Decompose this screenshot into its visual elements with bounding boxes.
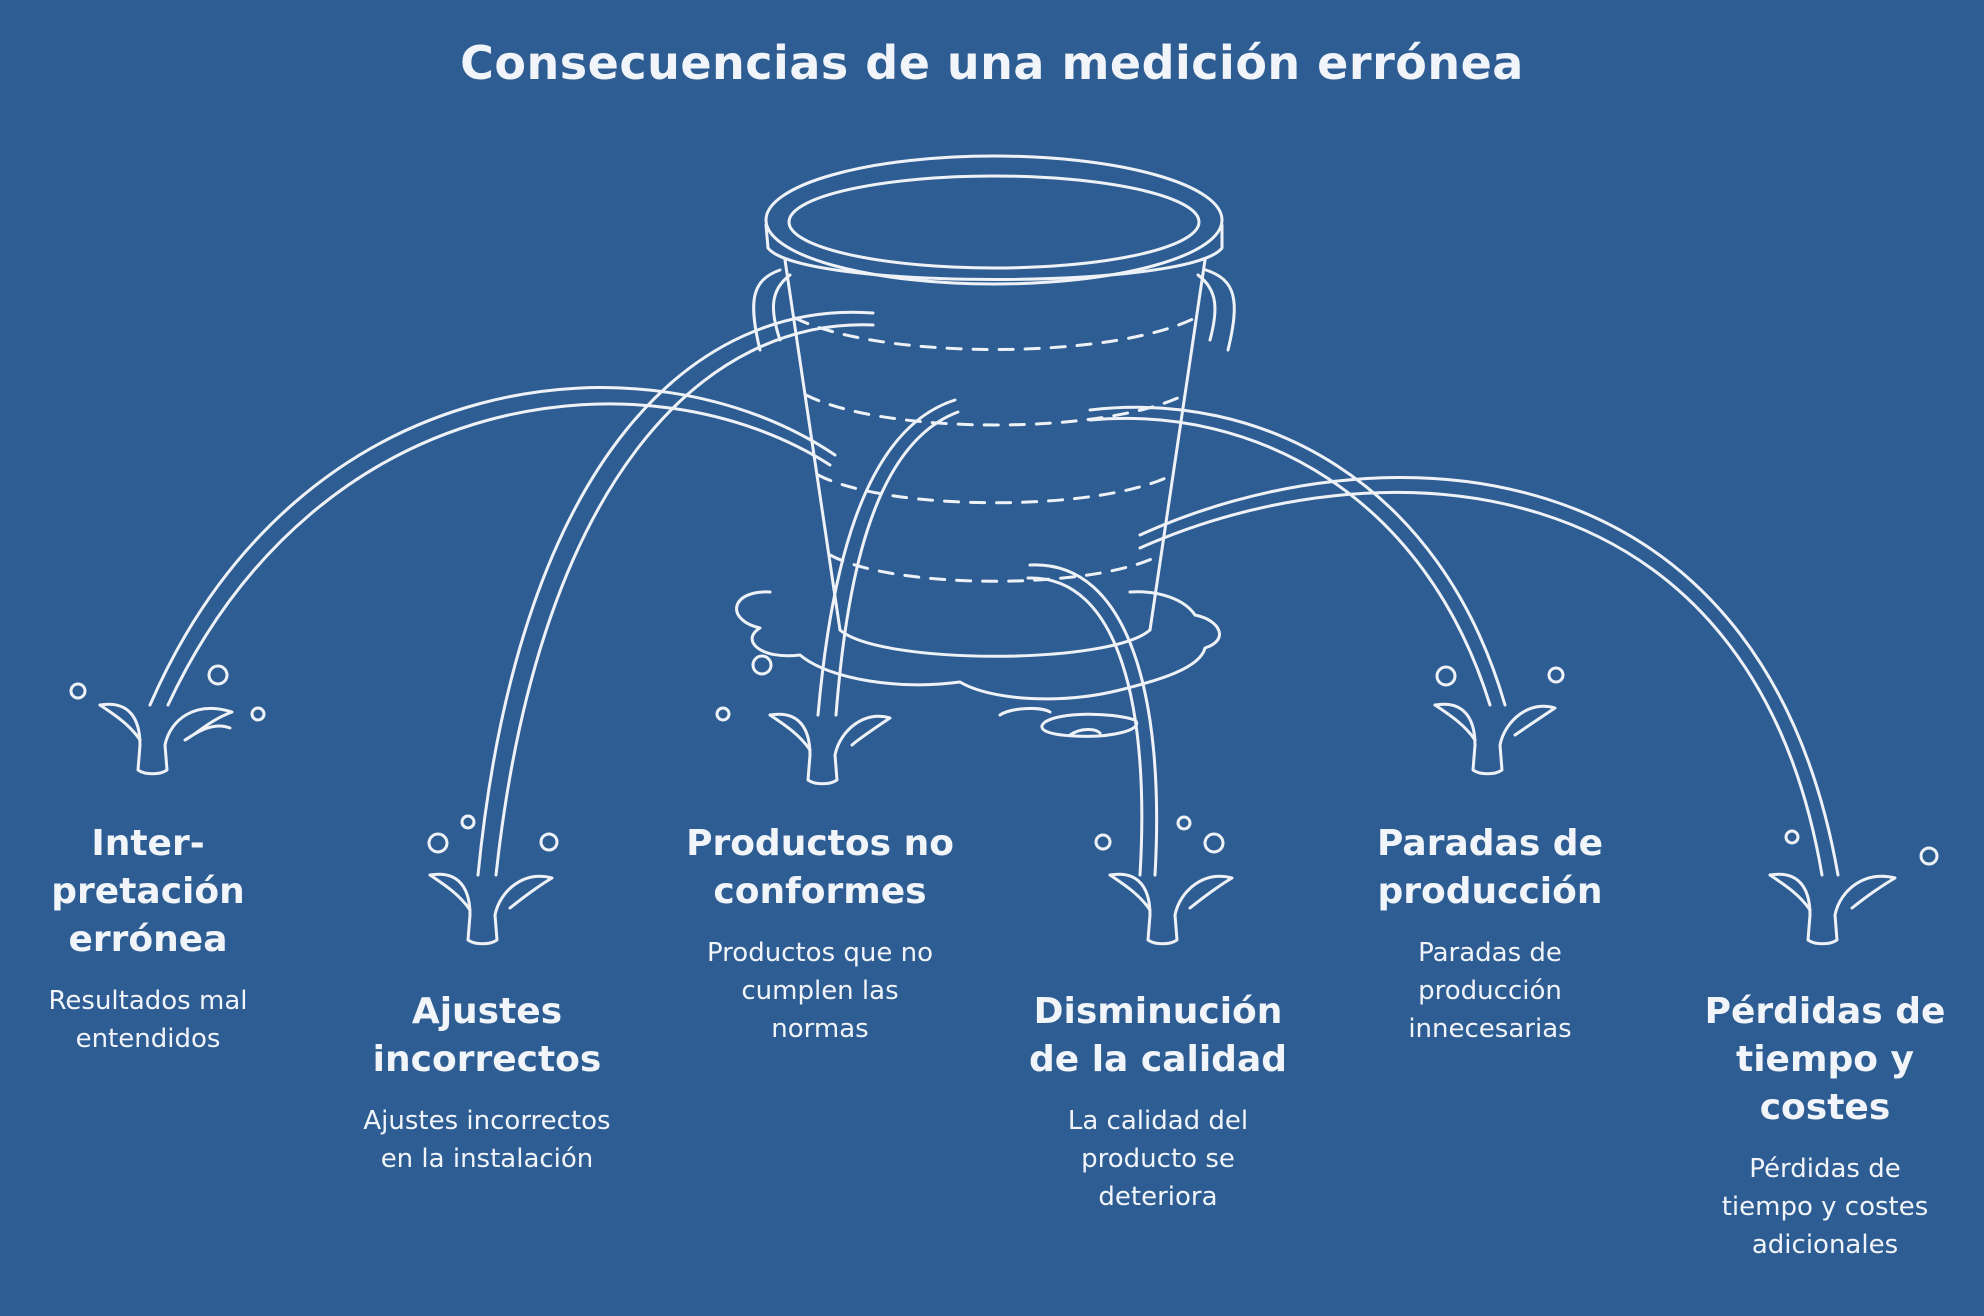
item-heading: Paradas de producción [1377, 823, 1603, 912]
item-disminucion-calidad: Disminución de la calidad La calidad del… [1008, 988, 1308, 1216]
item-description: Ajustes incorrectos en la instalación [363, 1106, 611, 1174]
item-description: Productos que no cumplen las normas [706, 938, 934, 1044]
item-ajustes-incorrectos: Ajustes incorrectos Ajustes incorrectos … [337, 988, 637, 1178]
bucket-icon [752, 154, 1236, 658]
item-heading: Ajustes incorrectos [372, 991, 602, 1080]
splash-icon [69, 654, 1939, 946]
water-stream-icon [148, 310, 1840, 877]
item-heading: Productos no conformes [686, 823, 954, 912]
item-heading: Disminución de la calidad [1028, 991, 1288, 1080]
item-heading: Pérdidas de tiempo y costes [1704, 991, 1946, 1128]
diagram-title: Consecuencias de una medición errónea [460, 36, 1524, 90]
item-description: Paradas de producción innecesarias [1408, 938, 1572, 1044]
puddle-icon [735, 590, 1221, 738]
item-interpretacion-erronea: Inter- pretación errónea Resultados mal … [33, 820, 263, 1058]
item-productos-no-conformes: Productos no conformes Productos que no … [670, 820, 970, 1048]
item-description: Resultados mal entendidos [48, 986, 248, 1054]
item-description: Pérdidas de tiempo y costes adicionales [1721, 1154, 1929, 1260]
item-perdidas-tiempo-costes: Pérdidas de tiempo y costes Pérdidas de … [1695, 988, 1955, 1264]
item-heading: Inter- pretación errónea [51, 823, 245, 960]
item-description: La calidad del producto se deteriora [1067, 1106, 1249, 1212]
item-paradas-produccion: Paradas de producción Paradas de producc… [1360, 820, 1620, 1048]
